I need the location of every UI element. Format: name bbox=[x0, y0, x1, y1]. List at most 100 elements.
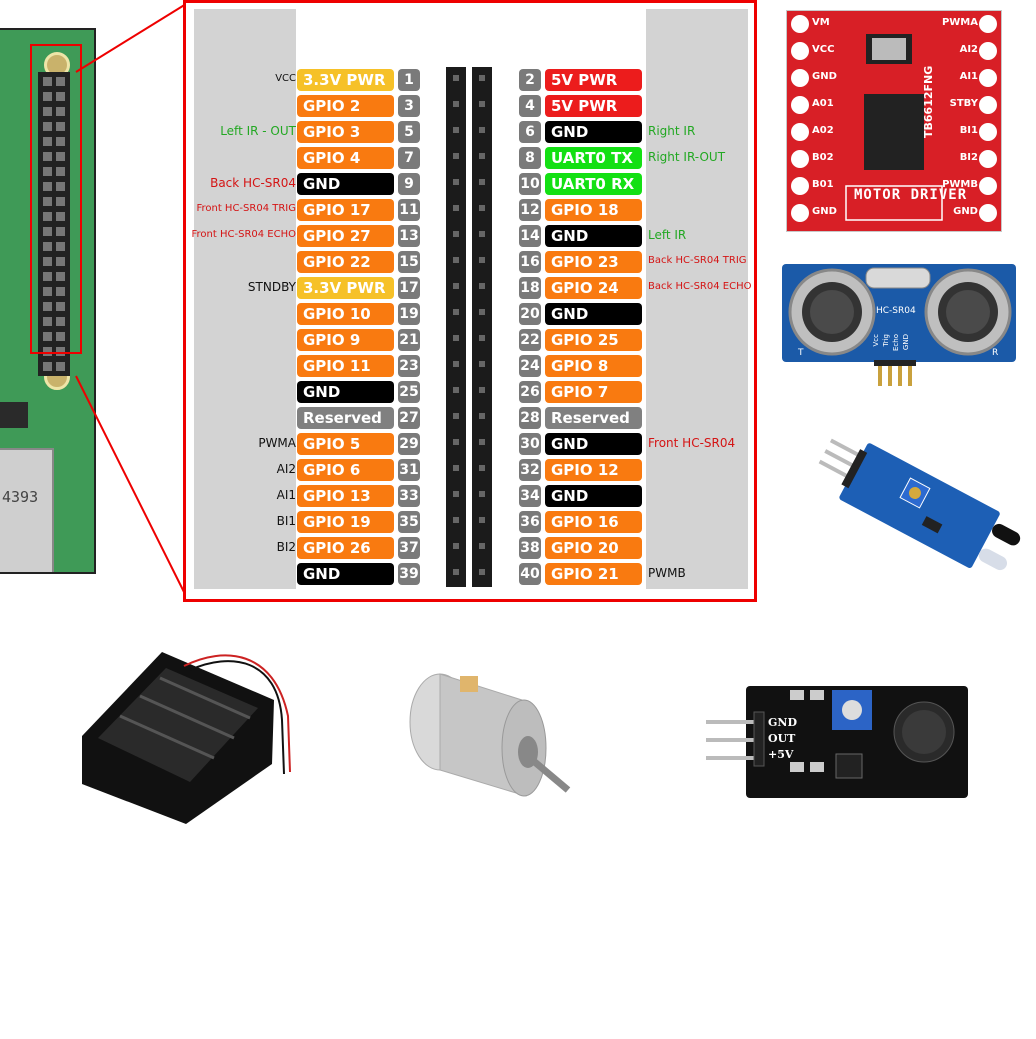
pin-14-number: 14 bbox=[519, 225, 541, 247]
transmitter-mark: T bbox=[798, 348, 804, 358]
motor-driver-left-pin-label: GND bbox=[812, 206, 837, 217]
header-pin-22 bbox=[472, 327, 492, 353]
pin-27-label: Reserved bbox=[297, 407, 394, 429]
motor-driver-pin-hole bbox=[979, 150, 997, 168]
pi-header-pin bbox=[56, 287, 65, 296]
pin-18-label: GPIO 24 bbox=[545, 277, 642, 299]
pi-header-pin bbox=[43, 272, 52, 281]
motor-driver-pin-hole bbox=[979, 177, 997, 195]
header-pin-17 bbox=[446, 275, 466, 301]
motor-driver-pin-hole bbox=[979, 204, 997, 222]
header-pin-27 bbox=[446, 405, 466, 431]
header-pin-34 bbox=[472, 483, 492, 509]
pin-20-number: 20 bbox=[519, 303, 541, 325]
pin-22-number: 22 bbox=[519, 329, 541, 351]
pin-36-number: 36 bbox=[519, 511, 541, 533]
motor-driver-right-pin-label: STBY bbox=[949, 98, 978, 109]
pin-26-label: GPIO 7 bbox=[545, 381, 642, 403]
pi-header-pin bbox=[56, 242, 65, 251]
header-pin-3 bbox=[446, 93, 466, 119]
header-pin-11 bbox=[446, 197, 466, 223]
pin-3-label: GPIO 2 bbox=[297, 95, 394, 117]
header-pin-20 bbox=[472, 301, 492, 327]
pin-16-label: GPIO 23 bbox=[545, 251, 642, 273]
pi-header-pin bbox=[43, 212, 52, 221]
left-annotation: Front HC-SR04 TRIG bbox=[196, 203, 296, 214]
pin-1-number: 1 bbox=[398, 69, 420, 91]
pin-11-number: 11 bbox=[398, 199, 420, 221]
pi-header-pin bbox=[56, 197, 65, 206]
header-pin-1 bbox=[446, 67, 466, 93]
motor-driver-pin-hole bbox=[791, 15, 809, 33]
usb-port-label: 4393 bbox=[2, 488, 39, 506]
pin-17-number: 17 bbox=[398, 277, 420, 299]
pin-22-label: GPIO 25 bbox=[545, 329, 642, 351]
header-pin-40 bbox=[472, 561, 492, 587]
pin-38-label: GPIO 20 bbox=[545, 537, 642, 559]
right-annotation: Right IR bbox=[648, 124, 696, 138]
pin-31-number: 31 bbox=[398, 459, 420, 481]
motor-driver-pin-hole bbox=[791, 69, 809, 87]
pin-2-number: 2 bbox=[519, 69, 541, 91]
right-annotation: Front HC-SR04 bbox=[648, 436, 736, 450]
pi-header-pin bbox=[43, 257, 52, 266]
pin-39-label: GND bbox=[297, 563, 394, 585]
pi-header-pin bbox=[43, 362, 52, 371]
pin-19-number: 19 bbox=[398, 303, 420, 325]
motor-driver-pin-hole bbox=[791, 204, 809, 222]
pin-5-number: 5 bbox=[398, 121, 420, 143]
pin-6-label: GND bbox=[545, 121, 642, 143]
motor-driver-pin-hole bbox=[791, 42, 809, 60]
left-annotation: PWMA bbox=[258, 436, 296, 450]
pin-1-label: 3.3V PWR bbox=[297, 69, 394, 91]
header-pin-7 bbox=[446, 145, 466, 171]
left-annotation: AI1 bbox=[276, 488, 296, 502]
header-pin-23 bbox=[446, 353, 466, 379]
pin-28-label: Reserved bbox=[545, 407, 642, 429]
left-annotation: VCC bbox=[275, 73, 296, 84]
pin-40-label: GPIO 21 bbox=[545, 563, 642, 585]
header-pin-6 bbox=[472, 119, 492, 145]
motor-driver-pin-hole bbox=[979, 42, 997, 60]
left-annotation: Back HC-SR04 bbox=[210, 176, 296, 190]
pin-27-number: 27 bbox=[398, 407, 420, 429]
header-pin-35 bbox=[446, 509, 466, 535]
pi-header-pin bbox=[43, 167, 52, 176]
motor-driver-left-pin-label: GND bbox=[812, 71, 837, 82]
pi-header-pin bbox=[43, 347, 52, 356]
header-pin-16 bbox=[472, 249, 492, 275]
pin-19-label: GPIO 10 bbox=[297, 303, 394, 325]
header-pin-33 bbox=[446, 483, 466, 509]
pin-11-label: GPIO 17 bbox=[297, 199, 394, 221]
header-pin-29 bbox=[446, 431, 466, 457]
pin-15-label: GPIO 22 bbox=[297, 251, 394, 273]
pin-32-label: GPIO 12 bbox=[545, 459, 642, 481]
pin-21-number: 21 bbox=[398, 329, 420, 351]
header-pin-19 bbox=[446, 301, 466, 327]
pi-header-pin bbox=[56, 272, 65, 281]
pin-7-number: 7 bbox=[398, 147, 420, 169]
pin-12-label: GPIO 18 bbox=[545, 199, 642, 221]
zoom-connector-lines bbox=[75, 3, 187, 597]
pi-header-pin bbox=[56, 152, 65, 161]
pin-4-number: 4 bbox=[519, 95, 541, 117]
ultrasonic-pin-label: Echo bbox=[892, 334, 900, 351]
pi-header-pin bbox=[56, 332, 65, 341]
motor-driver-right-pin-label: PWMB bbox=[942, 179, 978, 190]
motor-driver-left-pin-label: A01 bbox=[812, 98, 834, 109]
pin-20-label: GND bbox=[545, 303, 642, 325]
header-pin-24 bbox=[472, 353, 492, 379]
pin-8-label: UART0 TX bbox=[545, 147, 642, 169]
header-pin-5 bbox=[446, 119, 466, 145]
pin-9-label: GND bbox=[297, 173, 394, 195]
right-annotation: PWMB bbox=[648, 566, 686, 580]
pi-header-pin bbox=[56, 212, 65, 221]
header-pin-31 bbox=[446, 457, 466, 483]
pi-header-pin bbox=[43, 107, 52, 116]
ultrasonic-pin-label: Vcc bbox=[872, 334, 880, 347]
pin-23-label: GPIO 11 bbox=[297, 355, 394, 377]
chip-label: TB6612FNG bbox=[922, 66, 935, 138]
